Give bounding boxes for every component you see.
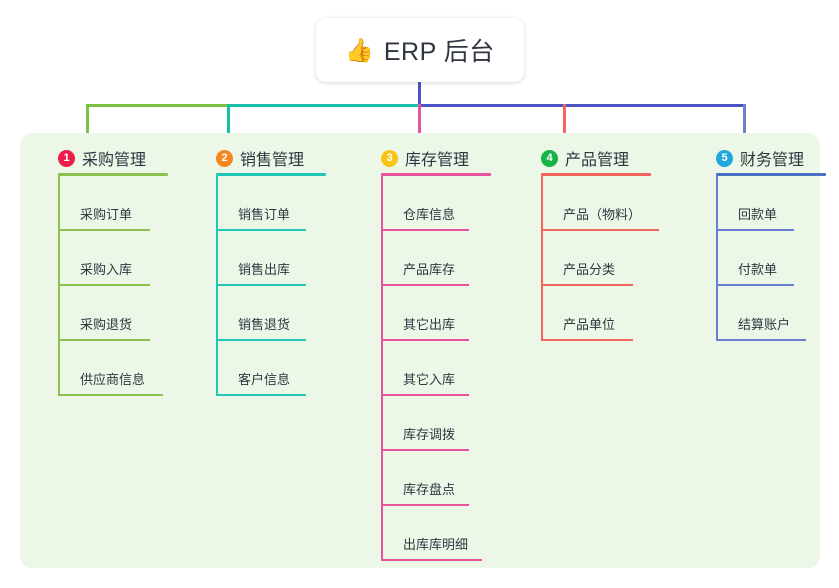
list-item[interactable]: 库存调拨 xyxy=(381,396,525,451)
branch-items-1: 采购订单 采购入库 采购退货 供应商信息 xyxy=(58,176,192,396)
branch-items-4: 产品（物料） 产品分类 产品单位 xyxy=(541,176,695,341)
list-item-label: 采购入库 xyxy=(80,262,133,277)
list-item-label: 销售订单 xyxy=(238,207,291,222)
list-item-label: 付款单 xyxy=(738,262,778,277)
branch-header-4[interactable]: 4 产品管理 xyxy=(525,143,695,173)
branch-title-1: 采购管理 xyxy=(82,152,147,169)
drop-connector-2 xyxy=(227,104,230,140)
list-item-label: 出库库明细 xyxy=(403,537,469,552)
list-item-label: 产品（物料） xyxy=(563,207,642,222)
branch-underline-1 xyxy=(58,173,168,176)
branch-underline-4 xyxy=(541,173,651,176)
branch-badge-2: 2 xyxy=(216,149,233,167)
branch-header-3[interactable]: 3 库存管理 xyxy=(365,143,525,173)
branch-badge-1: 1 xyxy=(58,149,75,167)
list-item-label: 库存盘点 xyxy=(403,482,456,497)
branch-underline-5 xyxy=(716,173,826,176)
branch-header-5[interactable]: 5 财务管理 xyxy=(700,143,839,173)
branch-column-4: 4 产品管理 产品（物料） 产品分类 产品单位 xyxy=(525,143,695,341)
list-item-label: 库存调拨 xyxy=(403,427,456,442)
branch-header-1[interactable]: 1 采购管理 xyxy=(42,143,192,173)
list-item[interactable]: 出库库明细 xyxy=(381,506,525,561)
branch-column-5: 5 财务管理 回款单 付款单 结算账户 xyxy=(700,143,839,341)
list-item-label: 客户信息 xyxy=(238,372,291,387)
list-item-label: 产品库存 xyxy=(403,262,456,277)
list-item[interactable]: 其它入库 xyxy=(381,341,525,396)
thumbs-up-icon: 👍 xyxy=(345,36,374,63)
drop-connector-1 xyxy=(86,104,89,140)
branch-items-2: 销售订单 销售出库 销售退货 客户信息 xyxy=(216,176,350,396)
list-item[interactable]: 销售出库 xyxy=(216,231,350,286)
list-item-label: 销售退货 xyxy=(238,317,291,332)
list-item[interactable]: 回款单 xyxy=(716,176,839,231)
list-item[interactable]: 客户信息 xyxy=(216,341,350,396)
list-item-label: 采购订单 xyxy=(80,207,133,222)
branch-column-1: 1 采购管理 采购订单 采购入库 采购退货 xyxy=(42,143,192,396)
branch-column-3: 3 库存管理 仓库信息 产品库存 其它出库 xyxy=(365,143,525,561)
list-item[interactable]: 产品分类 xyxy=(541,231,695,286)
branch-title-3: 库存管理 xyxy=(405,152,470,169)
drop-connector-5 xyxy=(743,104,746,140)
list-item[interactable]: 库存盘点 xyxy=(381,451,525,506)
list-item[interactable]: 仓库信息 xyxy=(381,176,525,231)
branch-items-3: 仓库信息 产品库存 其它出库 其它入库 xyxy=(381,176,525,561)
branch-items-5: 回款单 付款单 结算账户 xyxy=(716,176,839,341)
drop-connector-4 xyxy=(563,104,566,140)
root-node[interactable]: 👍 ERP 后台 xyxy=(316,18,524,82)
list-item-label: 其它入库 xyxy=(403,372,456,387)
list-item-label: 结算账户 xyxy=(738,317,791,332)
bus-segment-blue xyxy=(419,104,746,107)
list-item-label: 仓库信息 xyxy=(403,207,456,222)
root-stem-connector xyxy=(418,82,421,106)
branch-badge-4: 4 xyxy=(541,149,558,167)
list-item-label: 采购退货 xyxy=(80,317,133,332)
list-item[interactable]: 产品库存 xyxy=(381,231,525,286)
branch-badge-3: 3 xyxy=(381,149,398,167)
list-item[interactable]: 采购退货 xyxy=(58,286,192,341)
list-item[interactable]: 付款单 xyxy=(716,231,839,286)
branch-badge-5: 5 xyxy=(716,149,733,167)
list-item[interactable]: 供应商信息 xyxy=(58,341,192,396)
list-item-label: 产品分类 xyxy=(563,262,616,277)
list-item-label: 回款单 xyxy=(738,207,778,222)
branch-underline-2 xyxy=(216,173,326,176)
list-item-label: 销售出库 xyxy=(238,262,291,277)
branch-header-2[interactable]: 2 销售管理 xyxy=(200,143,350,173)
root-title: ERP 后台 xyxy=(383,38,495,66)
list-item[interactable]: 产品单位 xyxy=(541,286,695,341)
list-item[interactable]: 产品（物料） xyxy=(541,176,695,231)
branch-underline-3 xyxy=(381,173,491,176)
list-item[interactable]: 销售订单 xyxy=(216,176,350,231)
drop-connector-3 xyxy=(418,104,421,140)
bus-segment-green xyxy=(86,104,228,107)
list-item-label: 供应商信息 xyxy=(80,372,146,387)
list-item-label: 产品单位 xyxy=(563,317,616,332)
branch-title-5: 财务管理 xyxy=(740,152,805,169)
list-item[interactable]: 结算账户 xyxy=(716,286,839,341)
list-item[interactable]: 销售退货 xyxy=(216,286,350,341)
list-item-label: 其它出库 xyxy=(403,317,456,332)
branches-panel: 1 采购管理 采购订单 采购入库 采购退货 xyxy=(20,133,826,568)
branch-title-4: 产品管理 xyxy=(565,152,630,169)
branch-column-2: 2 销售管理 销售订单 销售出库 销售退货 xyxy=(200,143,350,396)
list-item[interactable]: 其它出库 xyxy=(381,286,525,341)
bus-segment-teal xyxy=(228,104,419,107)
branch-title-2: 销售管理 xyxy=(240,152,305,169)
list-item[interactable]: 采购订单 xyxy=(58,176,192,231)
list-item[interactable]: 采购入库 xyxy=(58,231,192,286)
